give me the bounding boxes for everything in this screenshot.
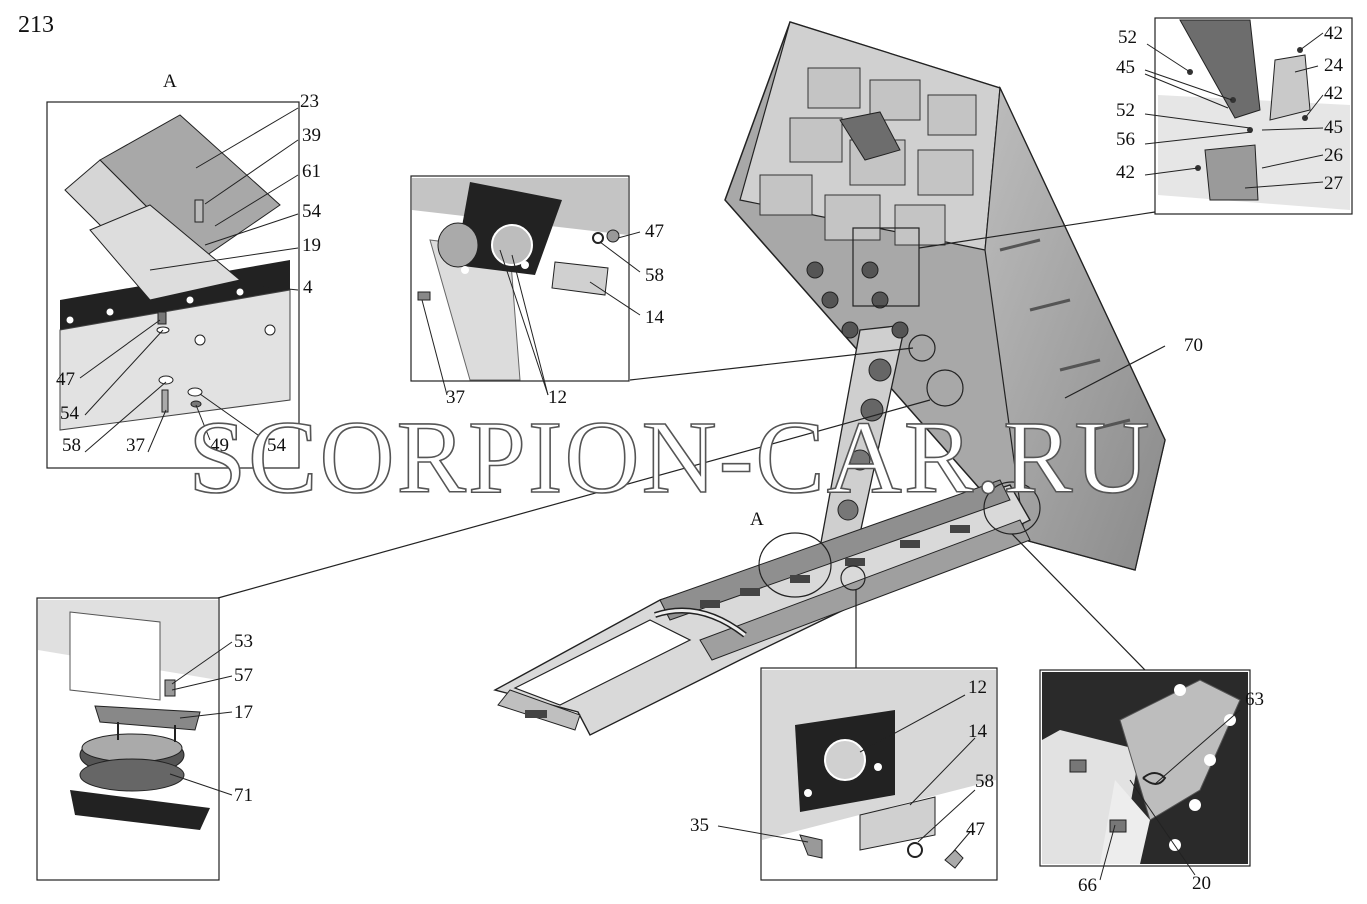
callout-4: 4 xyxy=(303,277,313,298)
callout-61: 61 xyxy=(302,161,321,182)
callout-54-b: 54 xyxy=(60,403,79,424)
callout-14-pin: 14 xyxy=(645,307,664,328)
dump-body xyxy=(724,21,1166,571)
callout-26: 26 xyxy=(1324,145,1343,166)
callout-49: 49 xyxy=(210,435,229,456)
view-a-marker: A xyxy=(750,509,764,530)
pin-detail-view xyxy=(410,175,641,396)
callout-42-c: 42 xyxy=(1116,162,1135,183)
callout-14-bottom: 14 xyxy=(968,721,987,742)
page-number: 213 xyxy=(18,12,54,38)
callout-17: 17 xyxy=(234,702,253,723)
callout-66: 66 xyxy=(1078,875,1097,896)
callout-71: 71 xyxy=(234,785,253,806)
chassis-frame xyxy=(493,479,1031,736)
cushion-detail-view xyxy=(36,597,233,881)
callout-37-pin: 37 xyxy=(446,387,465,408)
callout-58: 58 xyxy=(62,435,81,456)
callout-35: 35 xyxy=(690,815,709,836)
callout-12-pin: 12 xyxy=(548,387,567,408)
callout-19: 19 xyxy=(302,235,321,256)
callout-58-pin: 58 xyxy=(645,265,664,286)
callout-42-b: 42 xyxy=(1324,83,1343,104)
callout-63: 63 xyxy=(1245,689,1264,710)
detail-a-letter: A xyxy=(163,71,177,92)
callout-47: 47 xyxy=(56,369,75,390)
watermark: SCORPION-CAR.RU xyxy=(188,399,1152,516)
hinge-detail-view xyxy=(1144,17,1353,215)
callout-23: 23 xyxy=(300,91,319,112)
callout-57: 57 xyxy=(234,665,253,686)
callout-42: 42 xyxy=(1324,23,1343,44)
callout-45: 45 xyxy=(1116,57,1135,78)
callout-37: 37 xyxy=(126,435,145,456)
callout-12-bottom: 12 xyxy=(968,677,987,698)
pivot-detail-view xyxy=(717,667,998,881)
callout-39: 39 xyxy=(302,125,321,146)
callout-47-bottom: 47 xyxy=(966,819,985,840)
callout-58-bottom: 58 xyxy=(975,771,994,792)
callout-45-b: 45 xyxy=(1324,117,1343,138)
detail-markers xyxy=(217,211,1166,671)
callout-54: 54 xyxy=(302,201,321,222)
hook-detail-view xyxy=(1039,669,1251,881)
lift-strut xyxy=(806,261,909,581)
callout-47-pin: 47 xyxy=(645,221,664,242)
callout-52: 52 xyxy=(1118,27,1137,48)
callout-53: 53 xyxy=(234,631,253,652)
callout-27: 27 xyxy=(1324,173,1343,194)
detail-a-view xyxy=(46,101,300,469)
callout-20: 20 xyxy=(1192,873,1211,894)
callout-24: 24 xyxy=(1324,55,1343,76)
callout-70: 70 xyxy=(1184,335,1203,356)
callout-52-b: 52 xyxy=(1116,100,1135,121)
callout-54-c: 54 xyxy=(267,435,286,456)
callout-56: 56 xyxy=(1116,129,1135,150)
